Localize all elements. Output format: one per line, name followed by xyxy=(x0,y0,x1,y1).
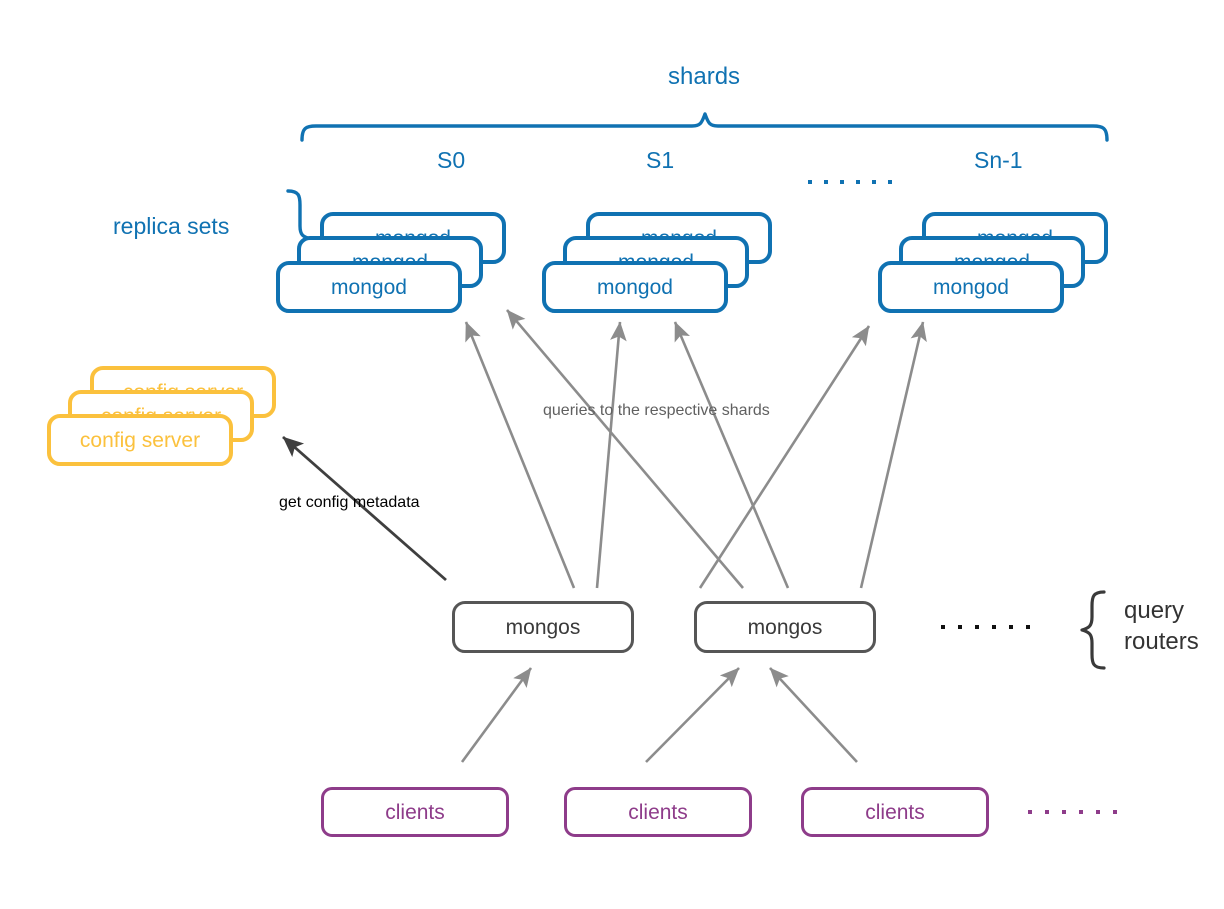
node-label: mongod xyxy=(933,275,1009,299)
node-label: mongod xyxy=(597,275,673,299)
query-routers-label-line1: query xyxy=(1124,597,1185,624)
node-label: mongos xyxy=(747,615,823,639)
router-ellipsis xyxy=(941,625,1030,629)
arrow-mongos2-to-s1 xyxy=(673,321,790,589)
arrow-mongos2-to-sn xyxy=(859,321,927,589)
replica-sets-label: replica sets xyxy=(113,213,230,239)
shard-label-s0: S0 xyxy=(437,147,466,173)
arrow-mongos1-to-sn xyxy=(698,325,871,589)
query-routers-label-line2: routers xyxy=(1124,628,1199,655)
node-label: clients xyxy=(865,800,925,824)
shard-ellipsis xyxy=(808,180,892,184)
client-2[interactable]: clients xyxy=(564,787,752,837)
arrow-mongos2-to-s0 xyxy=(506,309,744,589)
shard-s1-mongod-1[interactable]: mongod xyxy=(542,261,728,313)
config-metadata-annotation: get config metadata xyxy=(279,494,420,511)
queries-annotation: queries to the respective shards xyxy=(543,402,770,419)
shard-s0-mongod-1[interactable]: mongod xyxy=(276,261,462,313)
client-1[interactable]: clients xyxy=(321,787,509,837)
query-routers-brace xyxy=(1080,590,1106,670)
shard-sn-1-mongod-1[interactable]: mongod xyxy=(878,261,1064,313)
client-ellipsis xyxy=(1028,810,1117,814)
shards-title: shards xyxy=(668,63,741,90)
node-label: mongos xyxy=(505,615,581,639)
mongos-router-1[interactable]: mongos xyxy=(452,601,634,653)
shard-label-s1: S1 xyxy=(646,147,675,173)
node-label: clients xyxy=(628,800,688,824)
router-to-shard-arrows xyxy=(464,309,927,589)
node-label: config server xyxy=(79,428,201,452)
shards-brace xyxy=(300,112,1109,142)
client-to-router-arrows xyxy=(460,667,858,763)
node-label: clients xyxy=(385,800,445,824)
client-3[interactable]: clients xyxy=(801,787,989,837)
node-label: mongod xyxy=(331,275,407,299)
arrow-client1-to-mongos1 xyxy=(460,667,533,763)
arrow-client2-to-mongos2 xyxy=(645,667,740,763)
mongos-router-2[interactable]: mongos xyxy=(694,601,876,653)
arrow-mongos1-to-s0 xyxy=(464,321,576,589)
arrow-mongos1-to-s1 xyxy=(595,321,627,589)
config-server-1[interactable]: config server xyxy=(47,414,233,466)
shard-label-sn-1: Sn-1 xyxy=(974,147,1023,173)
arrow-client3-to-mongos2 xyxy=(769,667,858,763)
